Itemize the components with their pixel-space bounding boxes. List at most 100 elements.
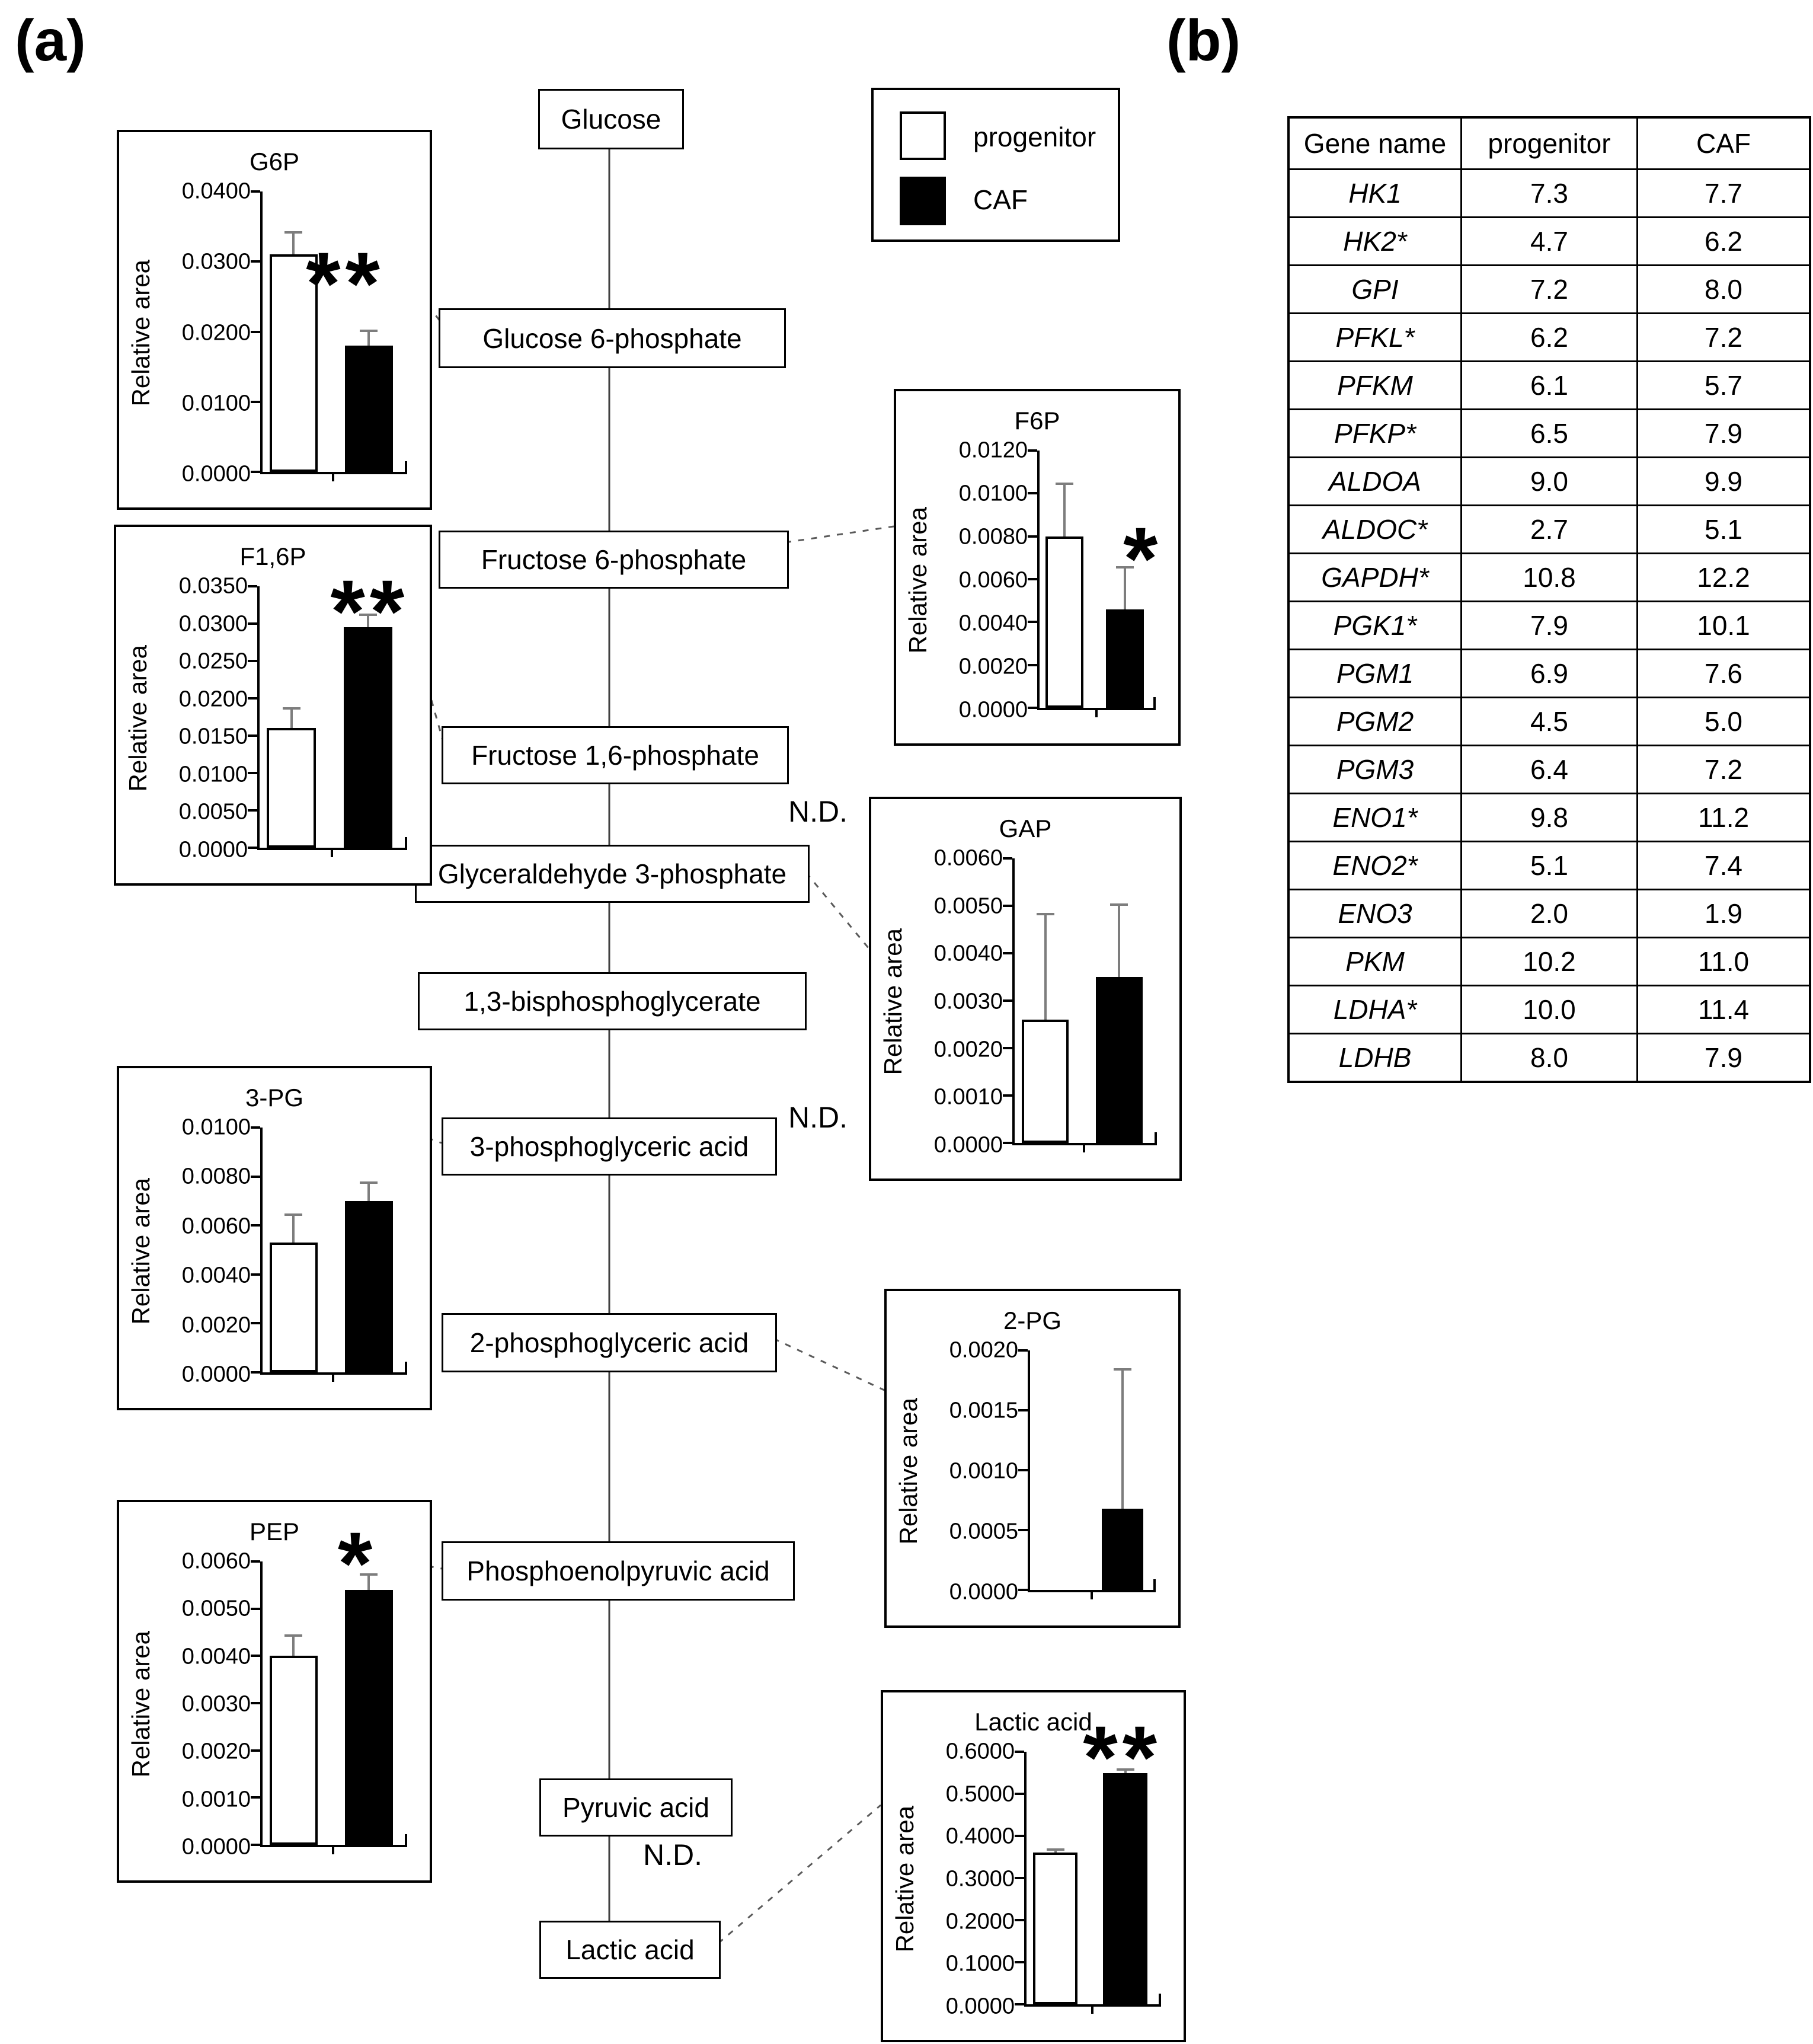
- bar-caf: [345, 1200, 393, 1372]
- y-tick-mark: [1003, 1046, 1012, 1049]
- x-tick-end: [405, 1362, 407, 1372]
- y-tick-label: 0.0200: [181, 320, 251, 345]
- y-tick-label: 0.0060: [933, 845, 1003, 871]
- x-tick-mid: [1090, 1590, 1093, 1599]
- gene-name-cell: LDHA*: [1287, 985, 1462, 1034]
- error-bar: [1118, 906, 1121, 977]
- bar-progenitor: [270, 1243, 318, 1372]
- nd-label-gap: N.D.: [788, 795, 848, 828]
- plot-area: [251, 1126, 407, 1382]
- gene-name-cell: LDHB: [1287, 1033, 1462, 1083]
- pathway-node-glyceraldehyde-3-phosphate: Glyceraldehyde 3-phosphate: [415, 845, 810, 903]
- gene-value-cell: 7.3: [1460, 168, 1638, 218]
- error-bar-cap: [284, 231, 303, 234]
- gene-value-cell: 7.4: [1636, 841, 1811, 890]
- legend-label-progenitor: progenitor: [973, 122, 1096, 152]
- y-tick-mark: [1003, 999, 1012, 1002]
- y-tick-mark: [1003, 1094, 1012, 1097]
- y-tick-mark: [1015, 1834, 1024, 1837]
- y-tick-mark: [251, 1655, 260, 1657]
- y-tick-label: 0.0050: [178, 799, 248, 825]
- gene-value-cell: 8.0: [1636, 264, 1811, 314]
- significance-asterisks: **: [306, 233, 385, 333]
- y-tick-label: 0.0030: [933, 989, 1003, 1014]
- bar-progenitor: [270, 254, 318, 472]
- gene-value-cell: 5.7: [1636, 360, 1811, 410]
- gene-value-cell: 5.1: [1460, 841, 1638, 890]
- gene-value-cell: 7.2: [1460, 264, 1638, 314]
- gene-name-cell: PKM: [1287, 937, 1462, 986]
- nd-label-bpg: N.D.: [788, 1101, 848, 1134]
- y-tick-label: 0.0100: [181, 1114, 251, 1140]
- bar-caf: [343, 627, 393, 848]
- x-tick-end: [1153, 1579, 1156, 1590]
- gene-name-cell: PFKP*: [1287, 408, 1462, 458]
- chart-title: G6P: [249, 148, 300, 175]
- y-tick-mark: [251, 1371, 260, 1374]
- y-tick-label: 0.0010: [933, 1084, 1003, 1110]
- pathway-node-pyruvic-acid: Pyruvic acid: [539, 1778, 733, 1837]
- y-tick-label: 0.2000: [945, 1909, 1015, 1934]
- y-tick-label: 0.0020: [181, 1312, 251, 1338]
- chart-title: PEP: [249, 1518, 300, 1545]
- error-bar: [292, 1637, 295, 1656]
- error-bar-cap: [282, 707, 300, 710]
- x-tick-end: [1159, 1994, 1161, 2004]
- y-tick-label: 0.0000: [181, 461, 251, 487]
- y-tick-mark: [248, 809, 257, 812]
- y-axis-label-text: Relative area: [127, 1177, 155, 1325]
- y-tick-label: 0.0000: [933, 1132, 1003, 1158]
- y-tick-mark: [251, 1560, 260, 1563]
- gene-value-cell: 7.9: [1460, 601, 1638, 650]
- y-tick-mark: [251, 1175, 260, 1178]
- y-tick-label: 0.0040: [181, 1263, 251, 1288]
- gene-value-cell: 1.9: [1636, 889, 1811, 938]
- gene-value-cell: 7.7: [1636, 168, 1811, 218]
- gene-name-cell: PFKL*: [1287, 312, 1462, 362]
- x-tick-mid: [332, 1845, 335, 1854]
- x-tick-mid: [1091, 2004, 1093, 2014]
- gene-name-cell: PGK1*: [1287, 601, 1462, 650]
- y-axis-label: Relative area: [124, 1128, 158, 1375]
- gene-name-cell: ALDOC*: [1287, 504, 1462, 554]
- gene-value-cell: 11.0: [1636, 937, 1811, 986]
- y-tick-mark: [1028, 449, 1037, 452]
- pathway-node-3-phosphoglyceric-acid: 3-phosphoglyceric acid: [442, 1117, 777, 1176]
- y-tick-label: 0.4000: [945, 1823, 1015, 1849]
- y-axis-label-text: Relative area: [127, 259, 155, 407]
- connector-f6p: [785, 525, 894, 544]
- x-tick-mid: [332, 1372, 335, 1382]
- y-tick-mark: [1015, 1961, 1024, 1963]
- y-tick-mark: [251, 1702, 260, 1704]
- gene-name-cell: PGM1: [1287, 649, 1462, 698]
- legend: progenitor CAF: [871, 88, 1120, 242]
- error-bar: [1054, 1850, 1057, 1853]
- error-bar: [1124, 1770, 1127, 1773]
- y-tick-label: 0.0020: [933, 1037, 1003, 1062]
- chart-title: GAP: [999, 815, 1052, 842]
- y-tick-label: 0.1000: [945, 1951, 1015, 1976]
- bar-progenitor: [267, 728, 316, 848]
- y-tick-label: 0.0000: [945, 1994, 1015, 2019]
- y-tick-mark: [1018, 1589, 1028, 1591]
- y-tick-label: 0.0400: [181, 178, 251, 204]
- error-bar: [290, 709, 293, 729]
